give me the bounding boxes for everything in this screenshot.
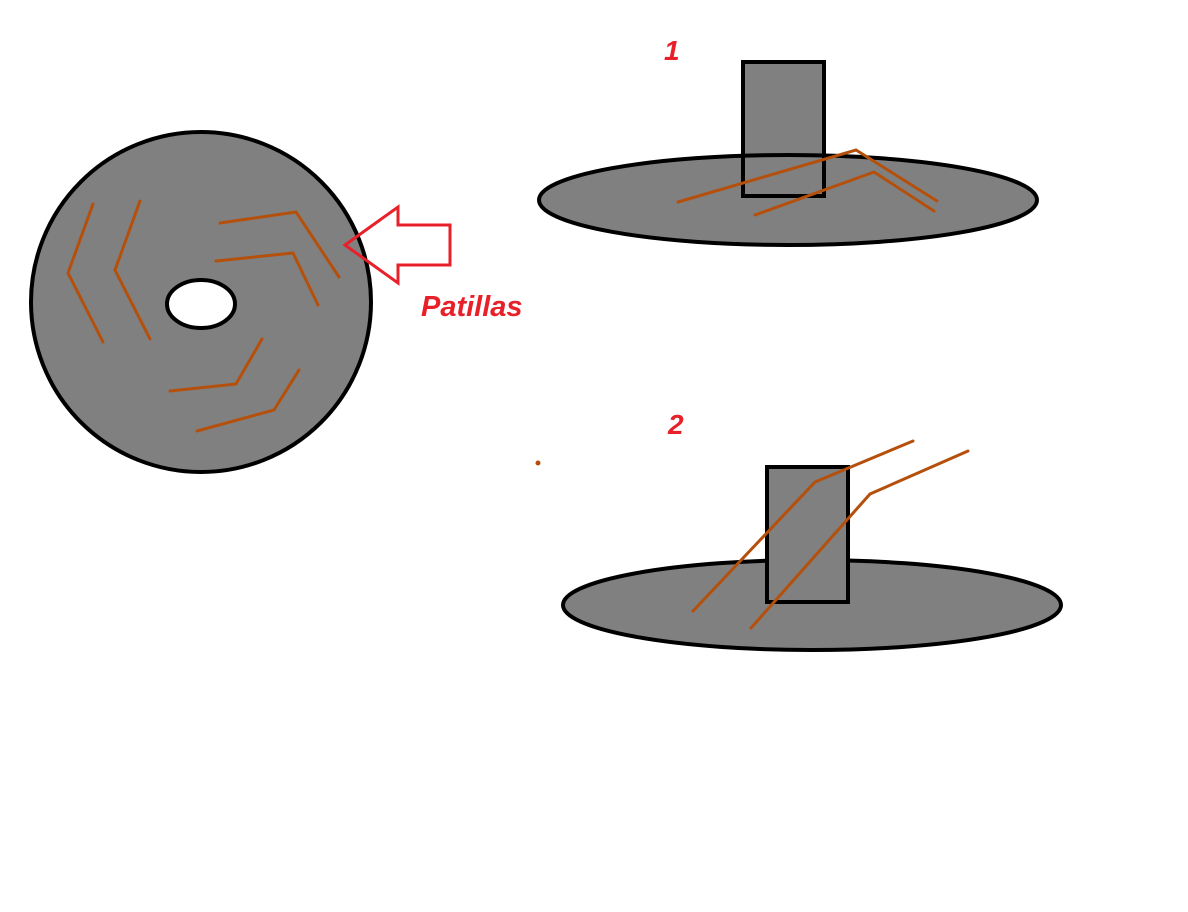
view-1-group: 1 — [537, 35, 1039, 247]
pin-1 — [66, 202, 105, 344]
center-hole — [165, 278, 237, 330]
pin-3 — [218, 210, 341, 279]
view-2-pin-2 — [749, 449, 970, 630]
view-1-disc — [537, 153, 1039, 247]
view-1-number: 1 — [664, 35, 680, 66]
view-1-post-outline-front — [741, 156, 826, 198]
stray-dot — [535, 460, 541, 466]
pin-6 — [195, 368, 301, 433]
view-2-group: 2 — [561, 409, 1063, 652]
view-1-pin-2 — [753, 170, 936, 217]
top-view-disc-group — [29, 130, 373, 474]
view-2-pin-1 — [691, 439, 915, 613]
pin-2 — [113, 199, 152, 341]
pin-5 — [168, 337, 264, 393]
view-1-pin-1 — [676, 148, 939, 204]
callout-arrow — [342, 204, 452, 286]
view-2-number: 2 — [667, 409, 684, 440]
pin-4 — [214, 251, 320, 307]
callout-label: Patillas — [421, 291, 523, 323]
